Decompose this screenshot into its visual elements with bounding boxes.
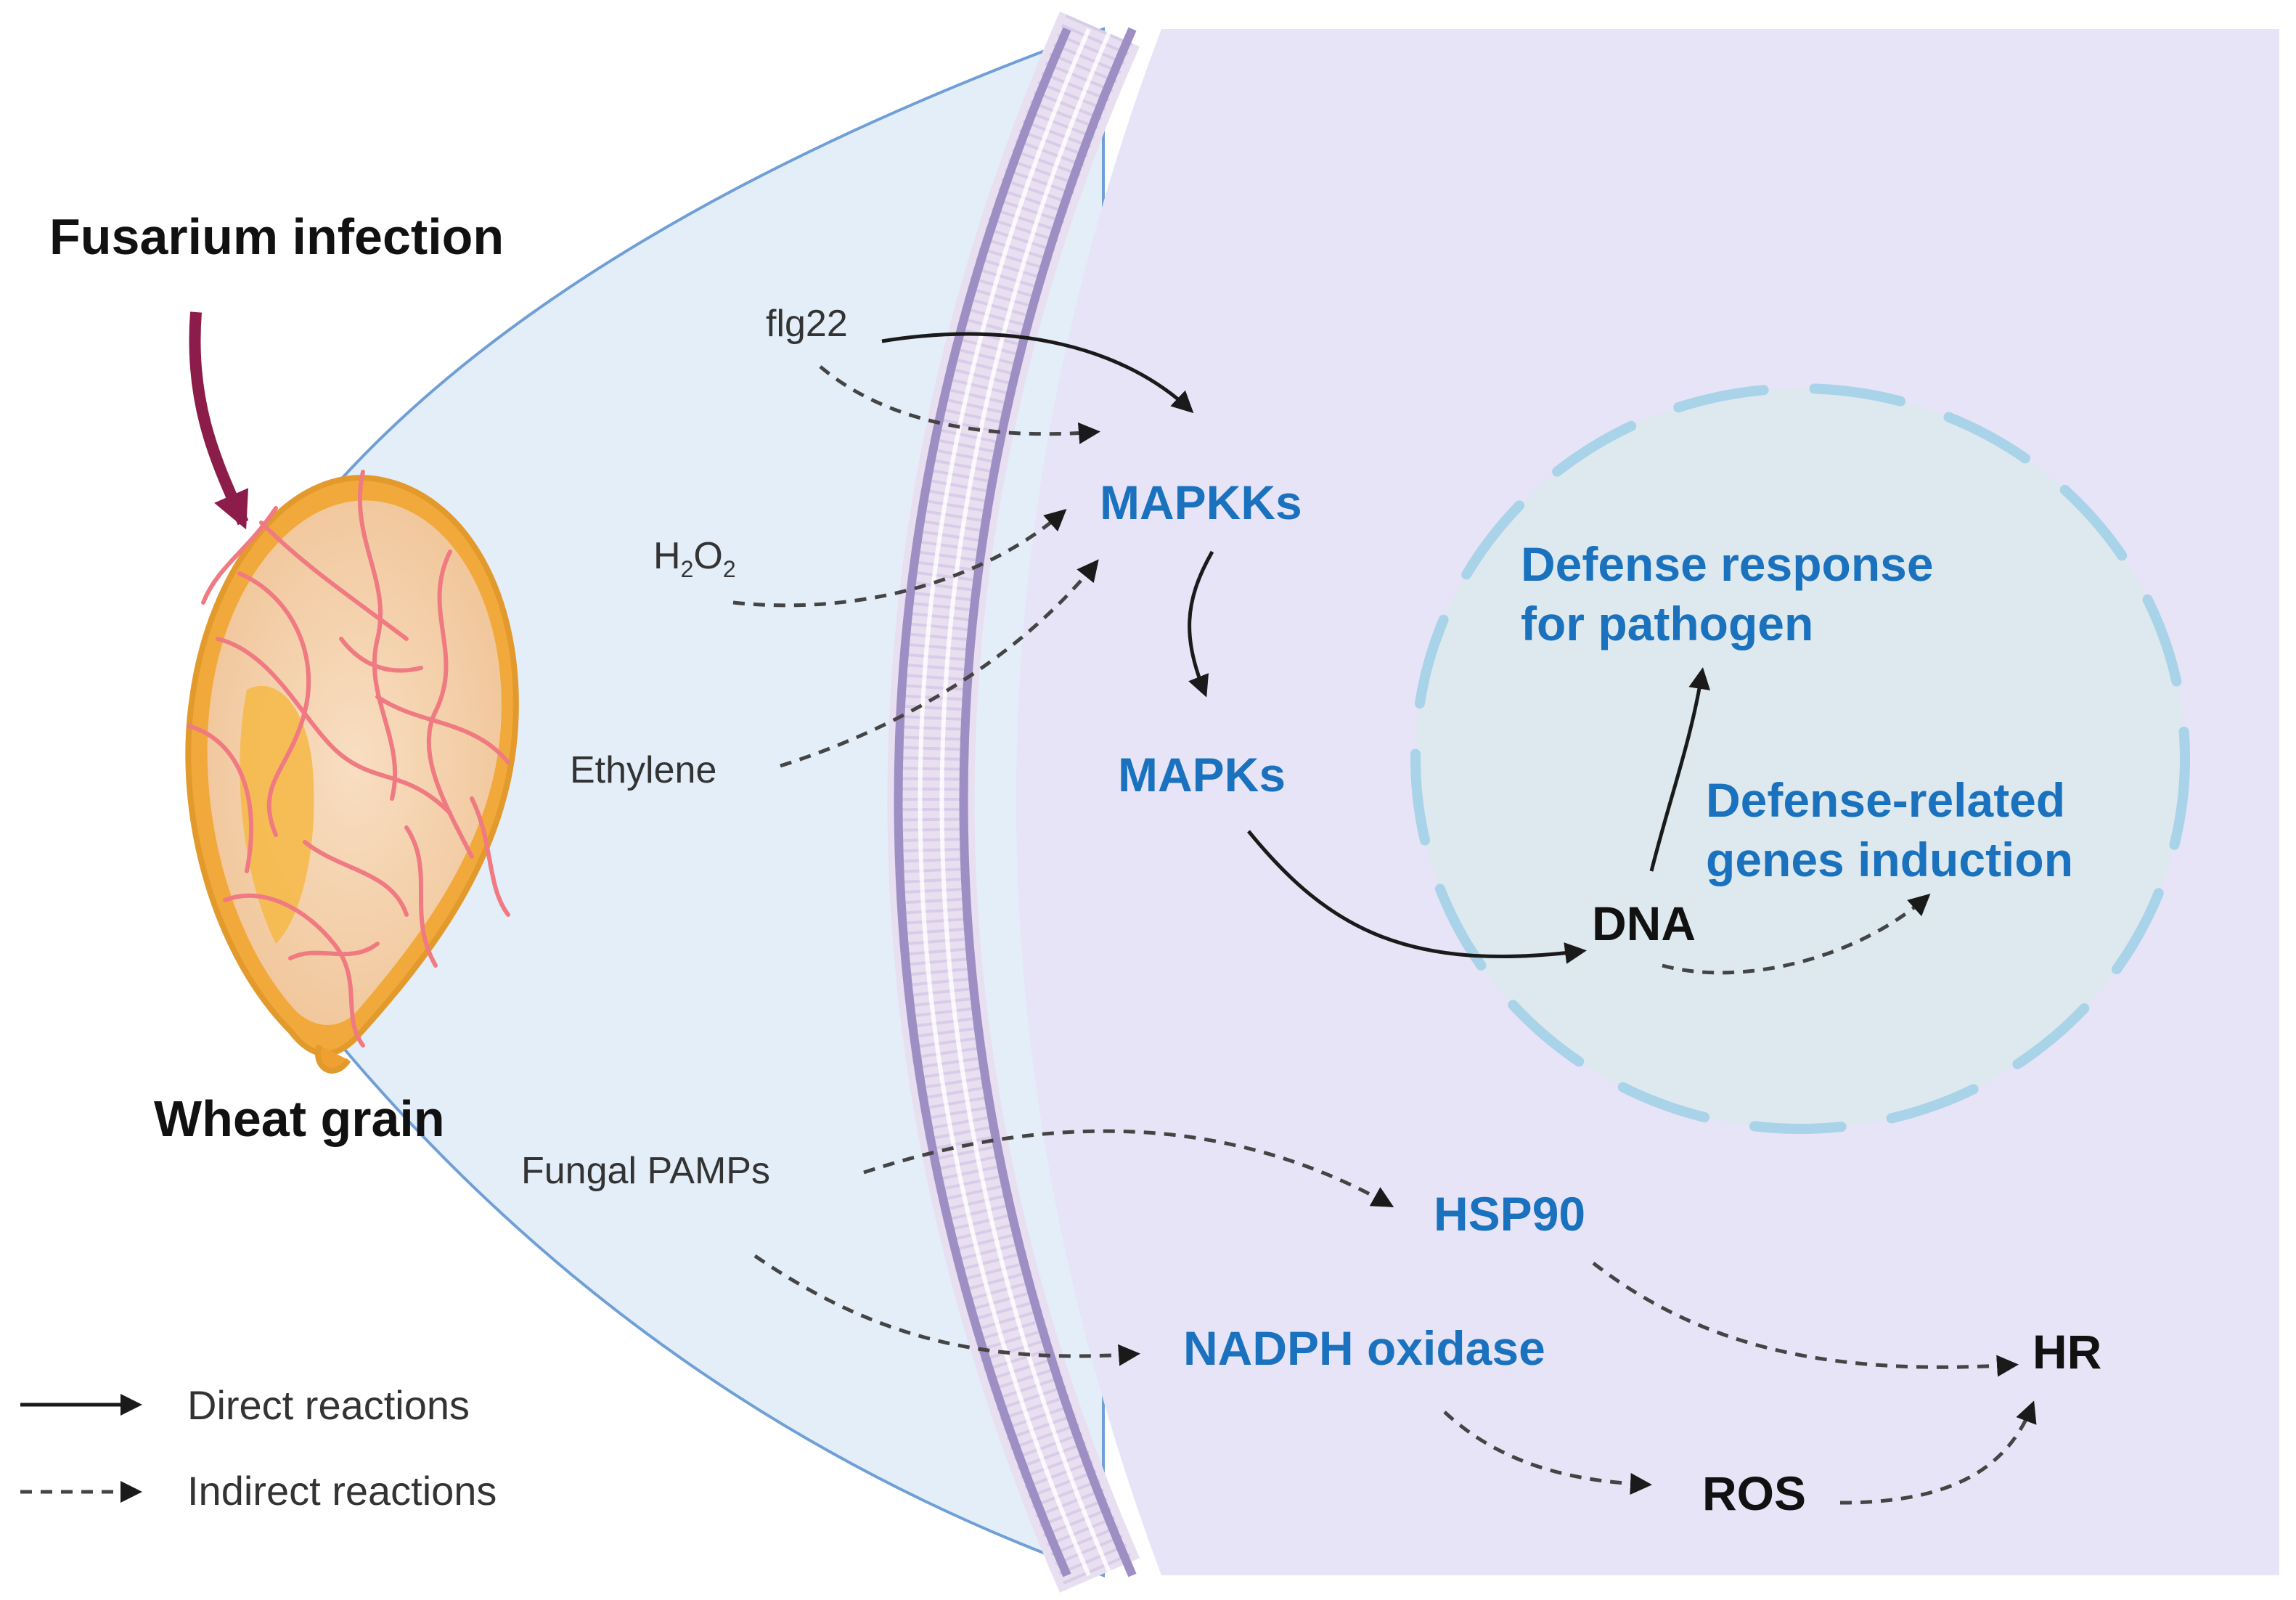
- nucleus: [1410, 383, 2190, 1134]
- ethylene-label: Ethylene: [570, 749, 716, 791]
- arrow-pamps-hsp90: [863, 1129, 1394, 1207]
- h2o2-label: H2O2: [653, 535, 736, 582]
- wheat-grain-illustration: [185, 470, 519, 1074]
- arrow-dna-defense-response: [1649, 667, 1711, 872]
- hyphae: [187, 470, 510, 1048]
- nadph-oxidase-label: NADPH oxidase: [1183, 1321, 1545, 1375]
- arrow-hsp90-hr: [1592, 1262, 2019, 1377]
- reaction-arrows: [732, 332, 2037, 1505]
- defense-response-line2: for pathogen: [1521, 597, 1813, 650]
- arrow-h2o2-indirect: [732, 509, 1067, 608]
- hsp90-label: HSP90: [1434, 1187, 1585, 1241]
- mapkks-label: MAPKKs: [1100, 475, 1302, 529]
- cell-membrane: [887, 11, 1140, 1593]
- legend-indirect-label: Indirect reactions: [187, 1468, 497, 1514]
- arrow-flg22-direct: [881, 332, 1194, 414]
- fungal-pamps-label: Fungal PAMPs: [521, 1150, 770, 1192]
- legend-direct-label: Direct reactions: [187, 1382, 470, 1428]
- arrow-ethylene-indirect: [780, 559, 1099, 768]
- mapks-label: MAPKs: [1118, 748, 1286, 801]
- defense-genes-line2: genes induction: [1706, 833, 2073, 886]
- legend: Direct reactions Indirect reactions: [20, 1382, 497, 1514]
- flg22-label: flg22: [766, 303, 848, 345]
- wheat-grain-label: Wheat grain: [154, 1090, 445, 1147]
- arrow-nadph-ros: [1443, 1411, 1652, 1495]
- hr-label: HR: [2033, 1325, 2101, 1379]
- ros-label: ROS: [1702, 1466, 1806, 1520]
- arrow-mapkks-mapks: [1188, 550, 1214, 698]
- defense-genes-line1: Defense-related: [1706, 773, 2065, 827]
- infection-arrow: [189, 311, 249, 530]
- arrow-mapks-dna: [1247, 830, 1587, 964]
- dna-label: DNA: [1592, 897, 1696, 950]
- fusarium-infection-label: Fusarium infection: [49, 208, 504, 265]
- arrow-flg22-indirect: [819, 365, 1100, 444]
- defense-response-line1: Defense response: [1521, 537, 1934, 591]
- arrow-dna-defense-genes: [1662, 894, 1931, 975]
